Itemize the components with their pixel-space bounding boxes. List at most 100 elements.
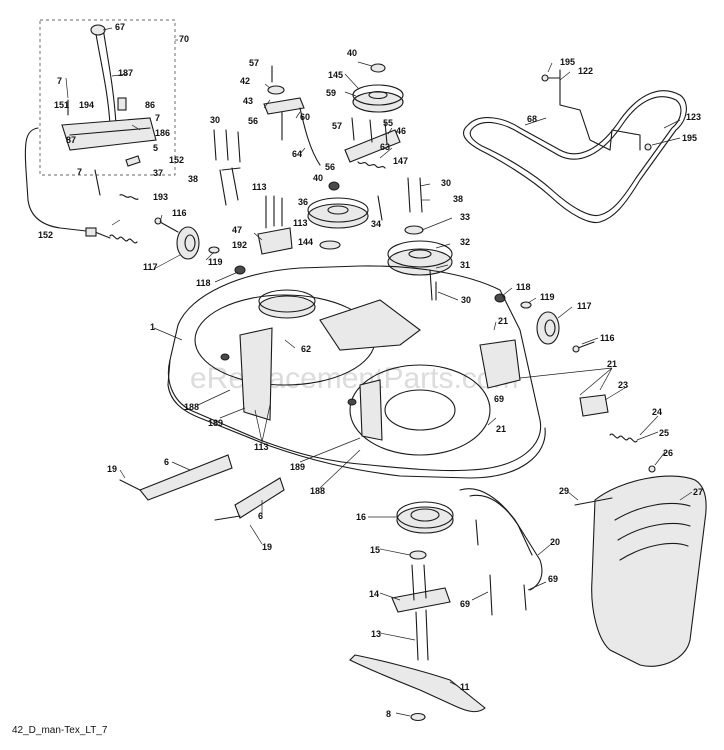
part-label: 69: [548, 574, 558, 584]
part-label: 34: [371, 219, 381, 229]
part-label: 69: [460, 599, 470, 609]
part-label: 7: [57, 76, 62, 86]
part-label: 13: [371, 629, 381, 639]
part-label: 123: [686, 112, 701, 122]
part-label: 32: [460, 237, 470, 247]
diagram-code: 42_D_man-Tex_LT_7: [12, 725, 108, 736]
part-label: 38: [453, 194, 463, 204]
part-label: 40: [347, 48, 357, 58]
part-label: 25: [659, 428, 669, 438]
part-label: 23: [618, 380, 628, 390]
part-label: 194: [79, 100, 94, 110]
part-label: 186: [155, 128, 170, 138]
part-label: 193: [153, 192, 168, 202]
part-label: 113: [254, 442, 269, 452]
drive-pulley-group: [377, 177, 453, 301]
part-label: 29: [559, 486, 569, 496]
part-label: 47: [232, 225, 242, 235]
part-label: 30: [441, 178, 451, 188]
part-label: 145: [328, 70, 343, 80]
left-gauge-wheel-group: [154, 217, 246, 275]
part-label: 63: [380, 142, 390, 152]
part-label: 8: [386, 709, 391, 719]
part-label: 30: [210, 115, 220, 125]
part-label: 19: [262, 542, 272, 552]
part-label: 6: [164, 457, 169, 467]
part-label: 69: [494, 394, 504, 404]
part-label: 62: [301, 344, 311, 354]
part-label: 64: [292, 149, 302, 159]
part-label: 119: [208, 257, 223, 267]
part-label: 113: [293, 218, 308, 228]
part-label: 122: [578, 66, 593, 76]
part-label: 16: [356, 512, 366, 522]
idler-pulley-group: [263, 65, 369, 250]
mower-deck: [167, 265, 546, 479]
deflector-rod-group: [459, 488, 543, 616]
part-label: 1: [150, 322, 155, 332]
part-label: 87: [66, 135, 76, 145]
part-label: 192: [232, 240, 247, 250]
lift-handle-assembly: [24, 19, 176, 244]
part-label: 152: [38, 230, 53, 240]
part-label: 118: [196, 278, 211, 288]
idler-bracket-group: [213, 129, 293, 255]
part-label: 188: [310, 486, 325, 496]
part-label: 116: [600, 333, 615, 343]
part-label: 7: [155, 113, 160, 123]
part-label: 21: [607, 359, 617, 369]
part-label: 43: [243, 96, 253, 106]
part-label: 27: [693, 487, 703, 497]
baffle-group: [119, 454, 285, 521]
part-label: 147: [393, 156, 408, 166]
part-label: 86: [145, 100, 155, 110]
part-number-labels: 67 70 187 7 151 194 86 87 7 186 5 152 7 …: [38, 22, 703, 719]
part-label: 117: [143, 262, 158, 272]
part-label: 38: [188, 174, 198, 184]
part-label: 118: [516, 282, 531, 292]
part-label: 70: [179, 34, 189, 44]
part-label: 152: [169, 155, 184, 165]
part-label: 11: [460, 682, 470, 692]
leader-lines: [65, 27, 693, 717]
part-label: 67: [115, 22, 125, 32]
part-label: 15: [370, 545, 380, 555]
drive-belt-group: [462, 69, 687, 224]
part-label: 68: [527, 114, 537, 124]
part-label: 189: [208, 418, 223, 428]
part-label: 119: [540, 292, 555, 302]
part-label: 26: [663, 448, 673, 458]
part-label: 5: [153, 143, 158, 153]
part-label: 21: [498, 316, 508, 326]
part-label: 195: [560, 57, 575, 67]
spindle-assembly: [349, 501, 486, 722]
part-label: 56: [325, 162, 335, 172]
part-label: 189: [290, 462, 305, 472]
part-label: 60: [300, 112, 310, 122]
part-label: 57: [249, 58, 259, 68]
part-label: 117: [577, 301, 592, 311]
part-label: 151: [54, 100, 69, 110]
part-label: 30: [461, 295, 471, 305]
part-label: 37: [153, 168, 163, 178]
part-label: 20: [550, 537, 560, 547]
part-label: 187: [118, 68, 133, 78]
part-label: 24: [652, 407, 662, 417]
part-label: 55: [383, 118, 393, 128]
part-label: 7: [77, 167, 82, 177]
part-label: 57: [332, 121, 342, 131]
part-label: 36: [298, 197, 308, 207]
part-label: 116: [172, 208, 187, 218]
part-label: 42: [240, 76, 250, 86]
part-label: 59: [326, 88, 336, 98]
part-label: 14: [369, 589, 379, 599]
part-label: 56: [248, 116, 258, 126]
part-label: 40: [313, 173, 323, 183]
part-label: 188: [184, 402, 199, 412]
part-label: 19: [107, 464, 117, 474]
part-label: 113: [252, 182, 267, 192]
part-label: 31: [460, 260, 470, 270]
part-label: 33: [460, 212, 470, 222]
upper-pulley-group: [344, 63, 404, 169]
